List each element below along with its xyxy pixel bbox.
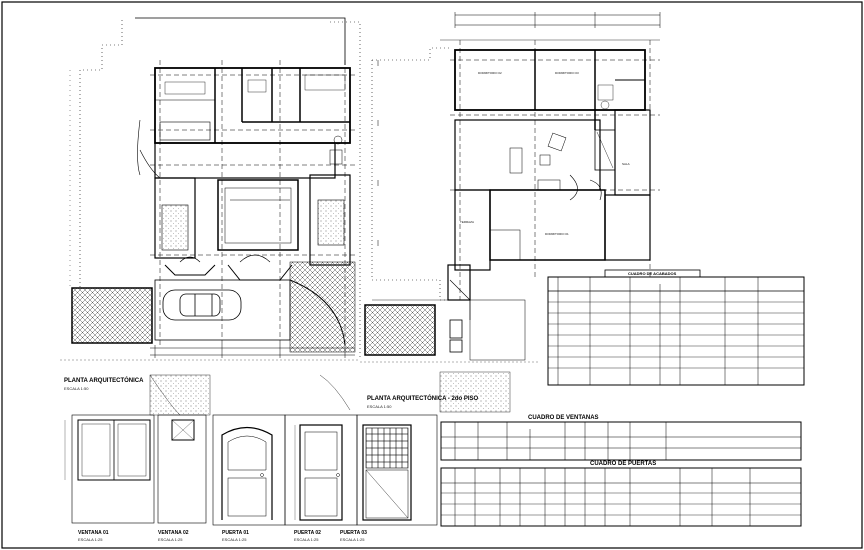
- puerta-01-title: PUERTA 01: [222, 530, 249, 536]
- second-floor-plan-title: PLANTA ARQUITECTÓNICA - 2do PISO: [367, 396, 479, 402]
- puerta-01-scale: ESCALA 1:25: [222, 537, 247, 542]
- first-floor-plan-title: PLANTA ARQUITECTÓNICA: [64, 378, 144, 384]
- second-floor-plan-scale: ESCALA 1:50: [367, 404, 392, 409]
- puerta-01-drawing: [212, 414, 286, 526]
- puerta-02-scale: ESCALA 1:25: [294, 537, 319, 542]
- ventana-02-title: VENTANA 02: [158, 530, 189, 536]
- room-label-sala: SALA: [622, 162, 630, 166]
- puerta-02-title: PUERTA 02: [294, 530, 321, 536]
- ventana-02-drawing: [157, 414, 207, 524]
- puerta-03-drawing: [356, 414, 438, 526]
- ventanas-table: [440, 421, 802, 461]
- hatch-panel-right: [439, 371, 511, 413]
- room-label-dormitorio-1: DORMITORIO 01: [545, 232, 569, 236]
- hatch-panel-left: [149, 374, 211, 416]
- acabados-table-title: CUADRO DE ACABADOS: [628, 271, 677, 276]
- puertas-table-title: CUADRO DE PUERTAS: [590, 461, 657, 467]
- puerta-03-scale: ESCALA 1:25: [340, 537, 365, 542]
- ventana-01-scale: ESCALA 1:25: [78, 537, 103, 542]
- room-label-dormitorio-2: DORMITORIO 02: [478, 71, 502, 75]
- first-floor-plan: [60, 17, 361, 361]
- second-floor-plan: [360, 12, 661, 363]
- ventanas-table-title: CUADRO DE VENTANAS: [528, 415, 599, 421]
- room-label-terraza: TERRAZA: [460, 220, 475, 224]
- ventana-02-scale: ESCALA 1:25: [158, 537, 183, 542]
- puerta-02-drawing: [284, 414, 358, 526]
- room-label-dormitorio-3: DORMITORIO 03: [555, 71, 579, 75]
- ventana-01-drawing: [64, 414, 155, 524]
- puertas-table: [440, 467, 802, 527]
- acabados-table: [547, 269, 805, 386]
- ventana-01-title: VENTANA 01: [78, 530, 109, 536]
- puerta-03-title: PUERTA 03: [340, 530, 367, 536]
- first-floor-plan-scale: ESCALA 1:50: [64, 386, 89, 391]
